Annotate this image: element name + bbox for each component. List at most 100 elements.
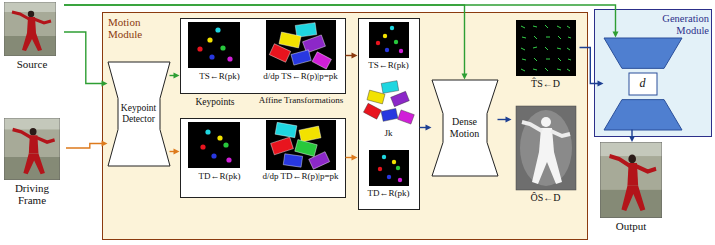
keypoint-map [197, 46, 202, 51]
network-block: Dense Motion [432, 80, 498, 176]
jacobian-map [381, 108, 398, 121]
keypoint-map [188, 22, 240, 68]
arrowhead [426, 125, 432, 131]
text-holder: Dense Motion [443, 116, 487, 138]
connector-line [66, 144, 102, 149]
text-holder: TS←R(pk) [359, 60, 419, 70]
text-holder: Keypoint Detector [118, 103, 160, 124]
occlusion-map [516, 106, 576, 190]
keypoint-map [215, 27, 220, 32]
connector [64, 5, 468, 80]
connector [64, 5, 619, 38]
occlusion-map [520, 110, 572, 186]
math-label: TD←R(pk) [359, 188, 419, 198]
jacobian-map [391, 91, 410, 106]
connector-line [64, 5, 465, 74]
keypoint-map [382, 155, 386, 159]
connector-line [64, 5, 616, 32]
arrowhead [613, 32, 619, 38]
affine-map [266, 120, 336, 170]
text-holder: d [604, 77, 682, 90]
arrowhead [629, 136, 635, 142]
connector-line [498, 119, 507, 120]
driving-photo [4, 118, 60, 180]
keypoint-map [369, 150, 409, 186]
text-holder: Affine Transformations [258, 96, 344, 105]
keypoint-map [398, 178, 402, 182]
affine-map [275, 122, 297, 137]
keypoint-map [390, 26, 394, 30]
text-holder: TS←R(pk) [183, 71, 257, 81]
hourglass-outline [432, 80, 498, 176]
connector-line [170, 151, 175, 152]
math-label: T̂S←D [512, 78, 580, 89]
affine-map [266, 120, 336, 170]
source-photo [4, 2, 56, 56]
occlusion-map [532, 152, 562, 184]
affine-map [269, 44, 290, 62]
text-holder: Motion Module [108, 16, 152, 41]
keypoint-map [211, 153, 216, 158]
connector-line [420, 127, 427, 128]
jacobian-map [381, 81, 398, 94]
hourglass-outline [108, 62, 170, 166]
motion-field [521, 25, 571, 71]
keypoint-map [387, 175, 391, 179]
decoder-shape [604, 99, 682, 129]
text-holder: Output [600, 220, 662, 232]
keypoint-map [223, 142, 228, 147]
math-label: TD←R(pk) [183, 171, 257, 181]
keypoint-map [376, 41, 380, 45]
motion-field [516, 20, 576, 76]
module-panel: Generation Moduled [594, 9, 712, 137]
affine-map [266, 20, 336, 70]
symbol-label: d [604, 77, 682, 90]
jacobian-map [363, 103, 381, 119]
keypoint-map [188, 22, 240, 68]
module-title: Motion Module [108, 16, 152, 41]
connector [170, 149, 180, 155]
text-holder: T̂S←D [512, 78, 580, 89]
math-label: d/dp TS←R(p)|p=pk [257, 71, 345, 81]
keypoint-map [220, 45, 225, 50]
text-holder: Keypoints [186, 98, 244, 108]
keypoint-map [383, 34, 387, 38]
keypoint-map [378, 167, 382, 171]
affine-map [291, 50, 311, 65]
affine-map [271, 122, 330, 169]
connector [346, 53, 358, 59]
output-photo [600, 142, 662, 218]
output-photo [600, 142, 662, 218]
keypoint-map [209, 54, 214, 59]
keypoint-map [226, 157, 231, 162]
affine-map [283, 154, 302, 167]
connector-line [631, 130, 632, 137]
keypoint-map [369, 22, 409, 58]
keypoint-map [392, 160, 396, 164]
keypoint-map [188, 122, 240, 168]
keypoint-map [217, 135, 222, 140]
text-holder: d/dp TD←R(p)|p=pk [257, 171, 345, 181]
connector [66, 141, 108, 149]
module-panel: Motion ModuleKeypoint DetectorTS←R(pk)d/… [102, 12, 588, 240]
node-label: Driving Frame [4, 182, 60, 207]
text-holder: Driving Frame [4, 182, 60, 207]
connector [498, 117, 512, 123]
arrowhead [102, 81, 108, 87]
math-label: TS←R(pk) [183, 71, 257, 81]
connector-line [64, 32, 102, 84]
affine-map [312, 52, 331, 69]
jacobian-map [367, 90, 385, 104]
occlusion-map [516, 106, 576, 190]
keypoint-map [369, 150, 409, 186]
jacobian-map [363, 81, 414, 124]
connector [170, 73, 180, 79]
text-holder: Source [4, 58, 60, 70]
node-label: Source [4, 58, 60, 70]
connector-line [580, 48, 599, 84]
affine-map [266, 20, 336, 70]
keypoint-map [207, 37, 212, 42]
connector [629, 130, 635, 143]
